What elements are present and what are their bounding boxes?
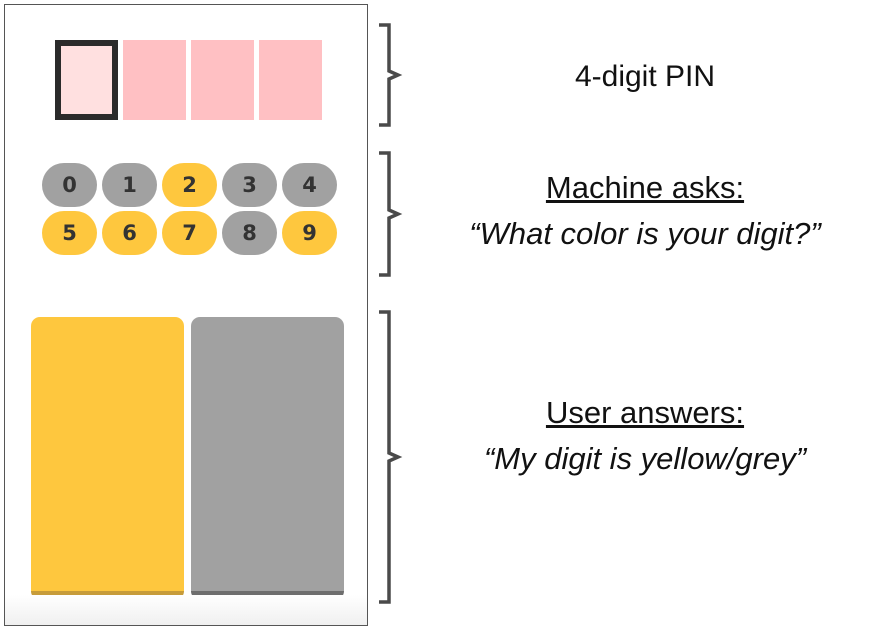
digit-0: 0 <box>42 163 97 207</box>
machine-quote: “What color is your digit?” <box>469 216 821 251</box>
pin-digit-1[interactable] <box>55 40 118 120</box>
pin-caption-text: 4-digit PIN <box>574 60 716 93</box>
pin-digit-2[interactable] <box>123 40 186 120</box>
pin-entry <box>55 40 322 120</box>
digit-9: 9 <box>282 211 337 255</box>
digit-6: 6 <box>102 211 157 255</box>
digit-7: 7 <box>162 211 217 255</box>
pin-digit-4[interactable] <box>259 40 322 120</box>
user-caption: User answers: “My digit is yellow/grey” <box>410 395 880 477</box>
digit-3: 3 <box>222 163 277 207</box>
digit-2: 2 <box>162 163 217 207</box>
grey-answer-button[interactable] <box>191 317 344 600</box>
digit-8: 8 <box>222 211 277 255</box>
digit-4: 4 <box>282 163 337 207</box>
pin-bracket <box>379 23 403 127</box>
user-heading: User answers: <box>545 395 745 430</box>
pin-digit-3[interactable] <box>191 40 254 120</box>
digit-1: 1 <box>102 163 157 207</box>
phone-screen: 0 1 2 3 4 5 6 7 8 9 <box>4 4 368 626</box>
digit-5: 5 <box>42 211 97 255</box>
answer-bracket <box>379 310 403 604</box>
yellow-answer-button[interactable] <box>31 317 184 600</box>
digits-bracket <box>379 151 403 277</box>
machine-heading: Machine asks: <box>545 170 745 205</box>
machine-caption: Machine asks: “What color is your digit?… <box>410 170 880 252</box>
user-quote: “My digit is yellow/grey” <box>483 441 807 476</box>
pin-caption: 4-digit PIN <box>410 60 880 94</box>
digit-color-grid: 0 1 2 3 4 5 6 7 8 9 <box>42 163 342 259</box>
